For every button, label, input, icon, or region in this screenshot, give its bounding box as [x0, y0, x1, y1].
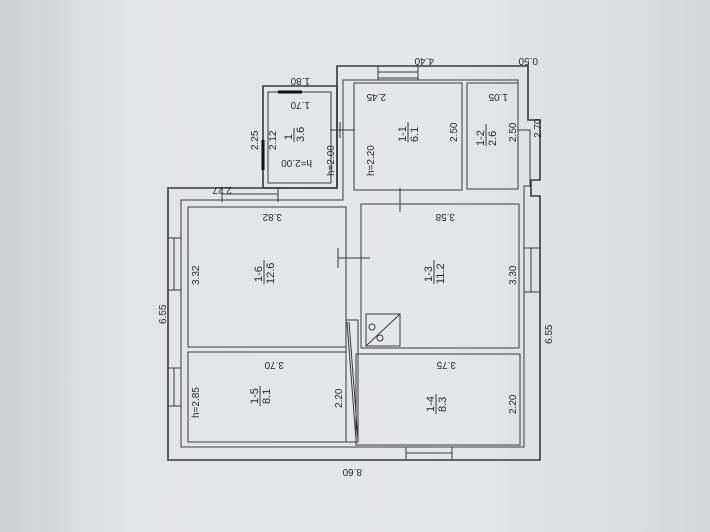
outer-wall [167, 65, 541, 461]
room-1-6-id: 1-6 [253, 266, 265, 282]
dim-room-1-3-height: 3.30 [508, 265, 519, 285]
room-1-1-id: 1-1 [397, 126, 409, 142]
dim-left-total: 6.55 [158, 304, 169, 324]
stair-lines [346, 321, 359, 441]
room-1-3-outline [360, 203, 520, 349]
dim-entrance-side-2: 2.12 [268, 130, 279, 150]
room-1-4-area: 8.3 [437, 397, 449, 412]
boiler-box [365, 313, 401, 347]
room-1-1-area: 6.1 [409, 127, 421, 142]
dim-entrance-inner: 1.70 [290, 99, 310, 110]
window-left-2 [167, 367, 182, 407]
dim-room-1-1-width: 2.45 [366, 91, 386, 102]
dim-room-1-5-h: h=2.85 [191, 387, 202, 418]
stair-passage [345, 319, 359, 443]
dim-room-1-1-height: 2.50 [449, 122, 460, 142]
room-1-id: 1 [283, 134, 295, 140]
dim-room-1-2-width: 1.05 [488, 91, 508, 102]
room-1-5-id: 1-5 [249, 388, 261, 404]
dim-room-1-5-height: 2.20 [334, 388, 345, 408]
room-1-5-area: 8.1 [261, 389, 273, 404]
room-1-area: 3.6 [295, 127, 307, 142]
window-top-1 [377, 65, 419, 80]
room-1-6-area: 12.6 [265, 263, 277, 284]
window-right-1 [523, 247, 541, 293]
room-1-6-outline [187, 206, 347, 348]
dim-room-1-5-width: 3.70 [264, 359, 284, 370]
room-1-3-area: 11.2 [435, 263, 447, 284]
window-bottom-1 [405, 446, 453, 461]
boiler-circle-2 [376, 334, 384, 342]
dim-entrance-outer: 1.80 [290, 75, 310, 86]
dim-room-1-6-width: 3.82 [262, 211, 282, 222]
window-left-1 [167, 237, 182, 291]
window-top-2 [221, 187, 279, 202]
dim-entrance-h: h=2.00 [326, 145, 337, 176]
dim-side-left-top: 2.27 [212, 184, 232, 195]
dim-top-offset: 0.50 [518, 55, 538, 66]
boiler-circle-1 [368, 323, 376, 331]
dim-annex-right: 2.70 [533, 118, 544, 138]
room-1-1-outline [353, 82, 463, 191]
room-1-4-id: 1-4 [425, 396, 437, 412]
dim-room-1-2-height: 2.50 [508, 122, 519, 142]
dim-room-1-1-h: h=2.20 [366, 145, 377, 176]
room-1-2-area: 2.6 [487, 131, 499, 146]
door-1-6 [337, 248, 370, 268]
dim-room-1-6-height: 3.32 [191, 265, 202, 285]
entrance-annex-inner [267, 91, 332, 184]
room-1-2-outline [466, 82, 519, 190]
dim-top-width: 4.40 [414, 55, 434, 66]
room-1-4-outline [355, 353, 521, 446]
dim-room-1-3-width: 3.58 [435, 211, 455, 222]
dim-room-1-4-width: 3.75 [436, 359, 456, 370]
dim-right-total: 6.55 [544, 324, 555, 344]
dim-bottom-width: 8.60 [342, 466, 362, 477]
room-1-2-id: 1-2 [475, 130, 487, 146]
dim-room-1-4-height: 2.20 [508, 394, 519, 414]
boiler-diagonal [365, 313, 401, 347]
dim-entrance-height: h=2.00 [281, 157, 312, 168]
dim-entrance-side: 2.25 [250, 130, 261, 150]
door-1-1 [330, 122, 355, 138]
room-1-3-id: 1-3 [423, 266, 435, 282]
